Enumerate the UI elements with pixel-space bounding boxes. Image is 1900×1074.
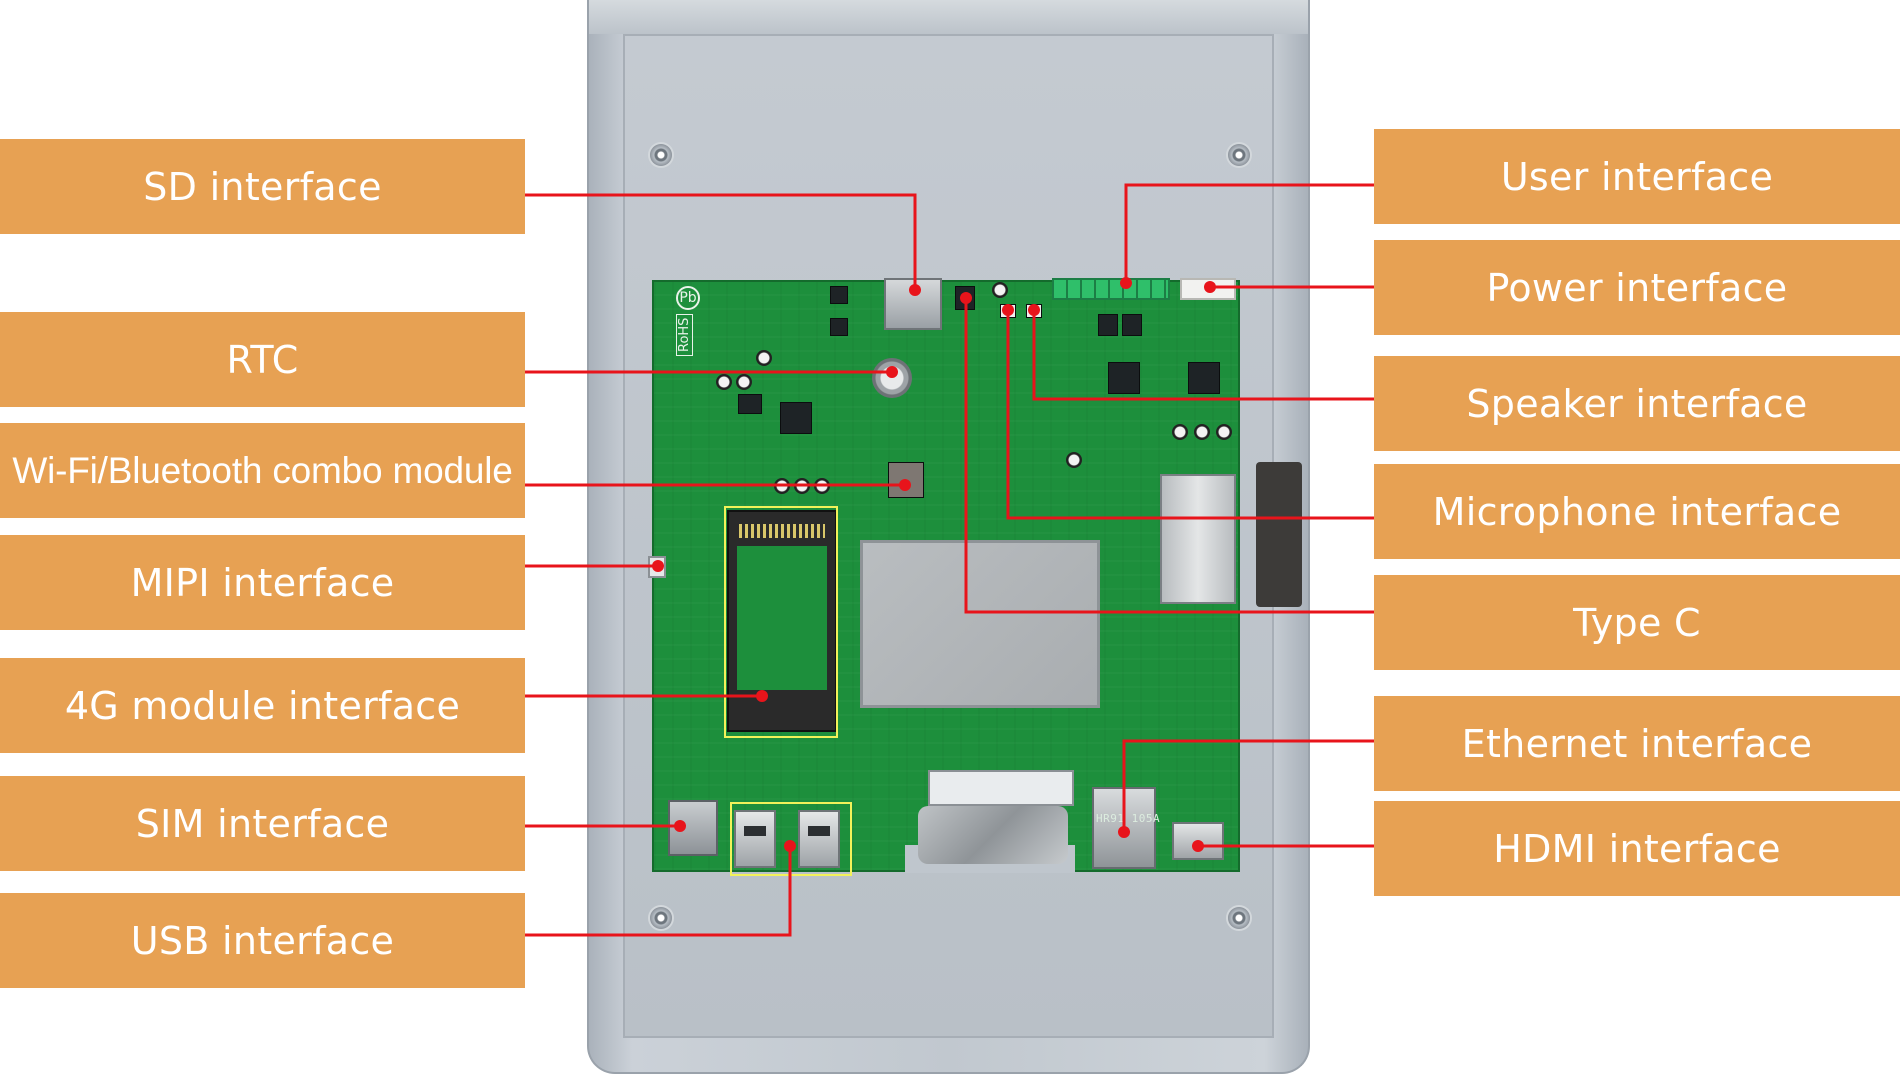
- highlight-4g-slot: [724, 506, 838, 738]
- capacitor: [716, 374, 732, 390]
- lower-fpc-connector: [928, 770, 1074, 806]
- rohs-mark: RoHS: [676, 313, 693, 356]
- label-text: USB interface: [130, 918, 395, 963]
- speaker-connector: [1026, 304, 1042, 318]
- slot-pins: [739, 524, 825, 538]
- inductor: [1108, 362, 1140, 394]
- component: [992, 282, 1008, 298]
- label-usb-interface: USB interface: [0, 893, 525, 988]
- component: [780, 402, 812, 434]
- label-power-interface: Power interface: [1374, 240, 1900, 335]
- capacitor: [1066, 452, 1082, 468]
- pb-free-mark: Pb: [676, 286, 700, 310]
- capacitor: [774, 478, 790, 494]
- component: [738, 394, 762, 414]
- label-sim-interface: SIM interface: [0, 776, 525, 871]
- label-text: Ethernet interface: [1461, 721, 1813, 766]
- label-text: HDMI interface: [1493, 826, 1781, 871]
- label-type-c: Type C: [1374, 575, 1900, 670]
- capacitor: [794, 478, 810, 494]
- button: [830, 318, 848, 336]
- label-text: SD interface: [143, 164, 382, 209]
- label-microphone-interface: Microphone interface: [1374, 464, 1900, 559]
- display-connector: [1160, 474, 1236, 604]
- label-ethernet-interface: Ethernet interface: [1374, 696, 1900, 791]
- mipi-connector: [648, 556, 666, 578]
- ethernet-port: [1092, 787, 1156, 869]
- foil-tape: [918, 806, 1068, 864]
- label-text: RTC: [226, 337, 299, 382]
- slot-bed: [737, 546, 827, 690]
- screw-icon: [1228, 907, 1250, 929]
- rtc-battery: [872, 358, 912, 398]
- type-c-port: [955, 286, 975, 310]
- label-mipi-interface: MIPI interface: [0, 535, 525, 630]
- component: [1122, 314, 1142, 336]
- label-text: Microphone interface: [1432, 489, 1842, 534]
- capacitor: [736, 374, 752, 390]
- soc-shield: [860, 540, 1100, 708]
- label-text: Power interface: [1486, 265, 1788, 310]
- display-flex-cable: [1256, 462, 1302, 607]
- label-text: MIPI interface: [130, 560, 395, 605]
- highlight-usb: [730, 802, 852, 876]
- inductor: [1188, 362, 1220, 394]
- hdmi-port: [1172, 822, 1224, 860]
- label-text: Wi-Fi/Bluetooth combo module: [12, 449, 513, 491]
- button: [830, 286, 848, 304]
- label-text: Speaker interface: [1466, 381, 1808, 426]
- label-sd-interface: SD interface: [0, 139, 525, 234]
- label-4g-module-interface: 4G module interface: [0, 658, 525, 753]
- label-text: Type C: [1573, 600, 1701, 645]
- screw-icon: [1228, 144, 1250, 166]
- capacitor: [1216, 424, 1232, 440]
- label-wifi-bt-module: Wi-Fi/Bluetooth combo module: [0, 423, 525, 518]
- sim-slot: [668, 800, 718, 856]
- capacitor: [756, 350, 772, 366]
- user-terminal-block: [1052, 278, 1170, 300]
- sd-card-slot: [884, 278, 942, 330]
- usb-port: [798, 810, 840, 868]
- capacitor: [1172, 424, 1188, 440]
- wifi-bt-module: [888, 462, 924, 498]
- mini-pcie-slot: [727, 510, 837, 732]
- capacitor: [1194, 424, 1210, 440]
- rj45-marking: HR91 105A: [1096, 812, 1161, 825]
- screw-icon: [650, 907, 672, 929]
- label-hdmi-interface: HDMI interface: [1374, 801, 1900, 896]
- label-user-interface: User interface: [1374, 129, 1900, 224]
- power-connector: [1180, 278, 1236, 300]
- capacitor: [814, 478, 830, 494]
- screw-icon: [650, 144, 672, 166]
- label-speaker-interface: Speaker interface: [1374, 356, 1900, 451]
- enclosure-rim: [589, 0, 1308, 34]
- component: [1098, 314, 1118, 336]
- label-text: User interface: [1500, 154, 1774, 199]
- label-text: SIM interface: [135, 801, 390, 846]
- mic-connector: [1000, 304, 1016, 318]
- label-text: 4G module interface: [64, 683, 461, 728]
- label-rtc: RTC: [0, 312, 525, 407]
